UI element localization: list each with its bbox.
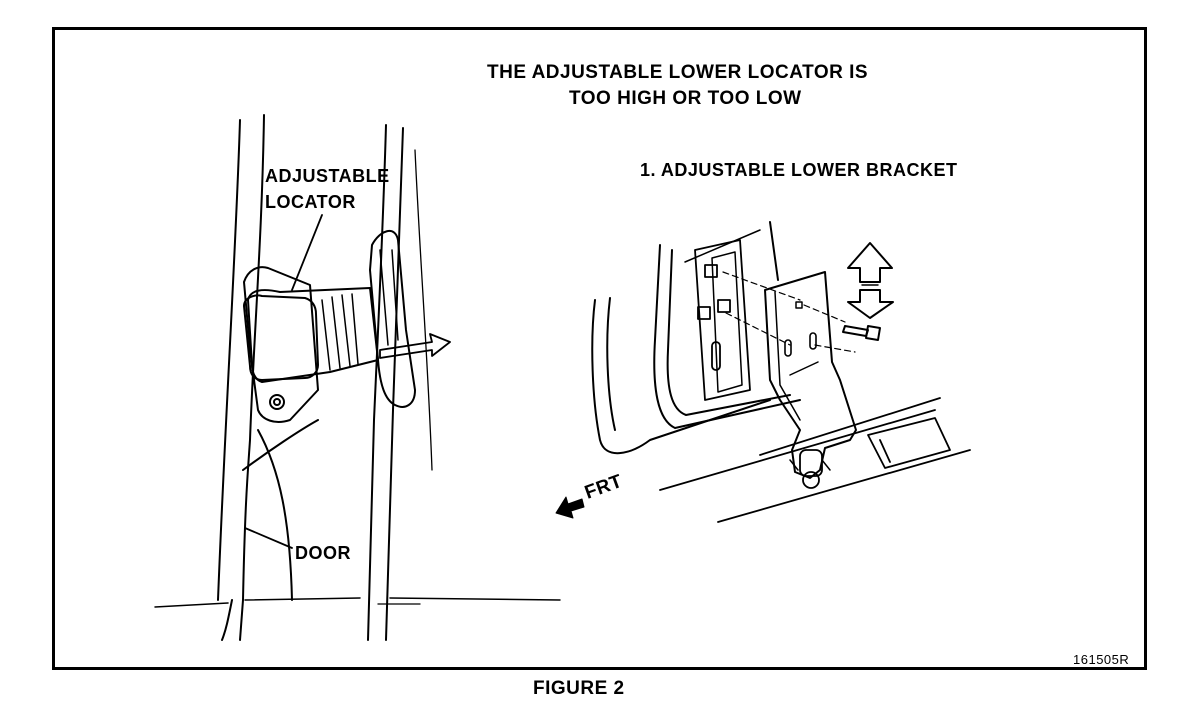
adjustable-bracket [722,271,857,489]
locator-label-line-1: ADJUSTABLE [265,166,390,186]
figure-id: 161505R [1073,652,1130,667]
figure-caption: FIGURE 2 [533,678,625,699]
floor-track [659,397,971,523]
title-line-2: TOO HIGH OR TOO LOW [569,88,802,109]
locator-block [243,214,379,423]
frt-arrow-icon [555,496,585,519]
left-pillar-view [154,114,561,641]
striker-hook [369,230,451,408]
bracket-callout-label: 1. ADJUSTABLE LOWER BRACKET [640,160,958,180]
bolt [842,325,881,341]
door-leader-line [244,527,293,549]
figure-frame [52,27,1147,670]
locator-label-line-2: LOCATOR [265,192,356,212]
up-down-arrow-icon [847,242,894,319]
title-line-1: THE ADJUSTABLE LOWER LOCATOR IS [487,62,869,83]
door-panel-outline [591,221,801,455]
door-label: DOOR [295,543,351,563]
